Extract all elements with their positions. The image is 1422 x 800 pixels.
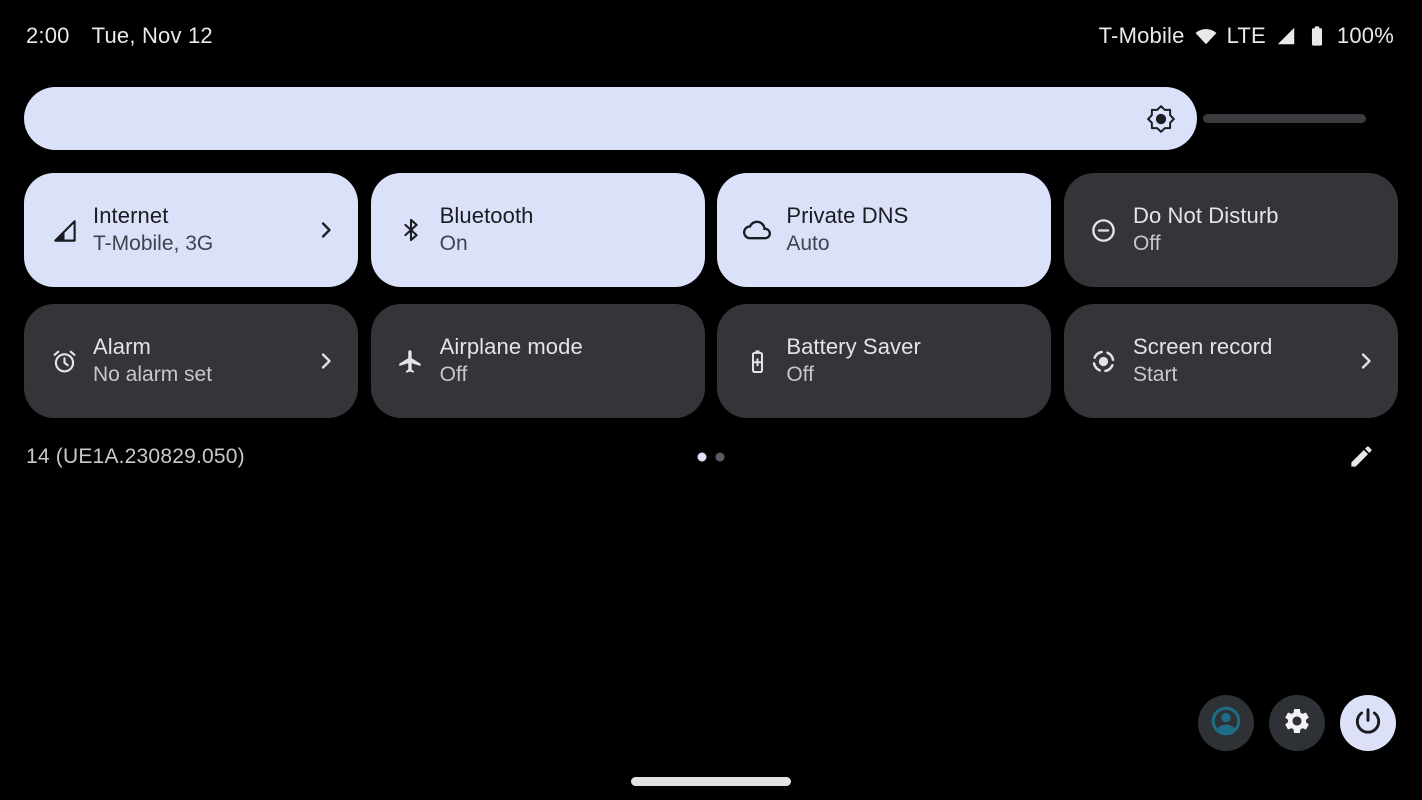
tile-title: Bluetooth	[439, 203, 534, 228]
edit-tiles-button[interactable]	[1348, 443, 1376, 471]
brightness-icon	[1147, 104, 1175, 133]
tile-title: Private DNS	[786, 203, 909, 228]
status-bar: 2:00 Tue, Nov 12 T-Mobile LTE 100%	[26, 14, 1394, 58]
clock: 2:00	[26, 23, 70, 48]
alarm-icon	[50, 347, 78, 375]
battery-saver-icon	[743, 347, 771, 375]
user-switcher-button[interactable]	[1198, 695, 1254, 751]
tile-subtitle: Off	[1132, 232, 1161, 255]
tile-subtitle: No alarm set	[93, 363, 213, 386]
screen-record-icon	[1090, 347, 1118, 375]
tile-subtitle: Off	[439, 363, 468, 386]
tile-screen-record[interactable]: Screen record Start	[1063, 304, 1398, 418]
tile-alarm[interactable]: Alarm No alarm set	[24, 304, 358, 418]
tile-title: Alarm	[93, 334, 151, 359]
user-avatar-icon	[1209, 704, 1243, 743]
cellular-signal-icon	[50, 216, 78, 244]
cellular-signal-icon	[1275, 25, 1297, 47]
cloud-icon	[743, 216, 772, 244]
build-number: 14 (UE1A.230829.050)	[26, 445, 245, 468]
bottom-action-bar	[1198, 695, 1396, 751]
tile-subtitle: Start	[1132, 363, 1178, 386]
tile-private-dns[interactable]: Private DNS Auto	[717, 173, 1052, 287]
bluetooth-icon	[397, 216, 425, 244]
tile-title: Do Not Disturb	[1132, 203, 1279, 228]
tile-title: Internet	[93, 203, 169, 228]
tile-subtitle: On	[439, 232, 468, 255]
tile-title: Battery Saver	[786, 334, 921, 359]
home-pill[interactable]	[631, 777, 791, 786]
chevron-right-icon[interactable]	[314, 218, 338, 242]
chevron-right-icon[interactable]	[314, 349, 338, 373]
power-icon	[1352, 705, 1384, 742]
page-dot-active	[697, 452, 707, 462]
tile-internet[interactable]: Internet T-Mobile, 3G	[24, 173, 358, 287]
carrier-label: T-Mobile	[1098, 23, 1185, 48]
tile-subtitle: T-Mobile, 3G	[93, 232, 214, 255]
airplane-icon	[397, 347, 425, 375]
tile-airplane-mode[interactable]: Airplane mode Off	[370, 304, 705, 418]
power-button[interactable]	[1340, 695, 1396, 751]
date: Tue, Nov 12	[91, 23, 213, 48]
settings-button[interactable]	[1269, 695, 1325, 751]
do-not-disturb-icon	[1090, 216, 1118, 244]
tile-title: Airplane mode	[439, 334, 583, 359]
battery-icon	[1306, 23, 1328, 49]
page-indicator	[697, 452, 725, 462]
network-type-label: LTE	[1226, 23, 1266, 48]
tile-do-not-disturb[interactable]: Do Not Disturb Off	[1063, 173, 1398, 287]
brightness-track[interactable]	[1203, 114, 1366, 123]
chevron-right-icon[interactable]	[1354, 349, 1378, 373]
tile-title: Screen record	[1132, 334, 1273, 359]
status-bar-right: T-Mobile LTE 100%	[1099, 23, 1394, 49]
status-bar-left: 2:00 Tue, Nov 12	[26, 23, 213, 49]
panel-footer: 14 (UE1A.230829.050)	[0, 436, 1422, 478]
wifi-icon	[1194, 25, 1218, 47]
tile-bluetooth[interactable]: Bluetooth On	[370, 173, 705, 287]
brightness-slider[interactable]	[24, 87, 1197, 150]
page-dot	[715, 452, 725, 462]
gear-icon	[1282, 706, 1312, 741]
tile-battery-saver[interactable]: Battery Saver Off	[717, 304, 1052, 418]
battery-percent-label: 100%	[1336, 23, 1394, 48]
tile-subtitle: Off	[786, 363, 814, 386]
quick-settings-grid: Internet T-Mobile, 3G Bluetooth On Priva…	[24, 173, 1398, 418]
tile-subtitle: Auto	[786, 232, 830, 255]
